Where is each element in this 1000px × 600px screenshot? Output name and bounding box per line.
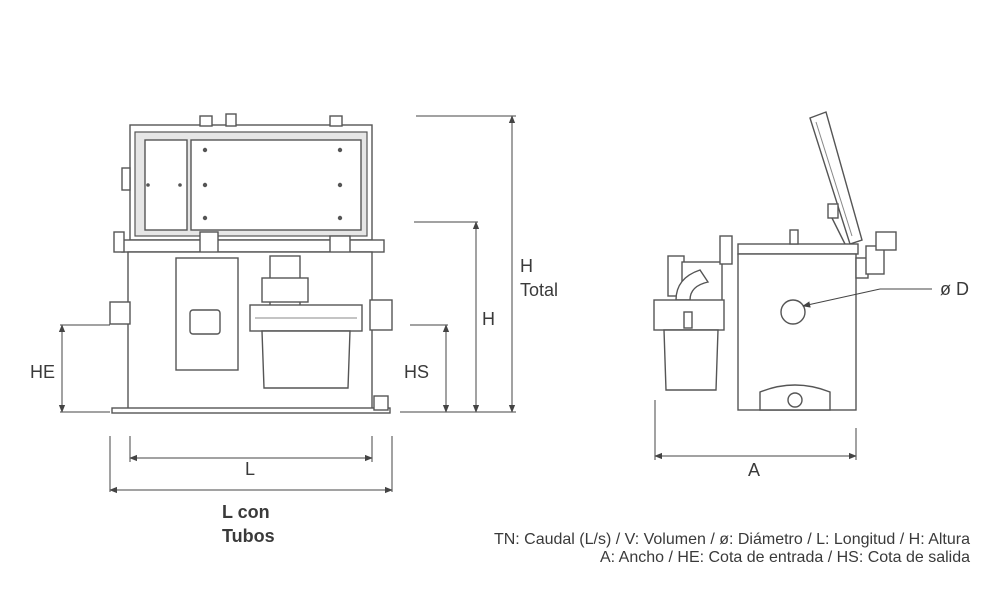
legend: TN: Caudal (L/s) / V: Volumen / ø: Diáme… [494,531,970,567]
dim-a [654,400,857,460]
inlet-pipe [109,301,131,325]
label-h-total-2: Total [520,280,558,300]
dim-h-total [416,115,516,413]
side-view [653,111,897,411]
label-hs: HS [404,362,429,382]
bottom-outlet [787,392,803,408]
lid-rivets [146,147,343,221]
label-a: A [748,460,760,480]
dim-he [58,324,110,413]
outlet-pipe [369,299,393,331]
dim-hs [400,324,450,413]
side-lid [809,111,863,245]
side-filter-basket [663,329,719,391]
front-view [109,113,393,414]
dim-l-tubos [109,436,393,494]
dim-h [414,221,480,413]
legend-line-2: A: Ancho / HE: Cota de entrada / HS: Cot… [600,549,970,566]
diameter-hole [780,299,806,325]
legend-line-1: TN: Caudal (L/s) / V: Volumen / ø: Diáme… [493,531,970,548]
label-l: L [245,459,255,479]
dim-l [129,436,373,462]
dim-d-leader [802,288,932,308]
side-tank-body [737,253,857,411]
label-h-total-1: H [520,256,533,276]
label-h: H [482,309,495,329]
filter-basket [261,330,351,389]
label-l-tubos-1: L con [222,502,270,522]
label-d: ø D [940,279,969,299]
label-l-tubos-2: Tubos [222,526,275,546]
label-he: HE [30,362,55,382]
